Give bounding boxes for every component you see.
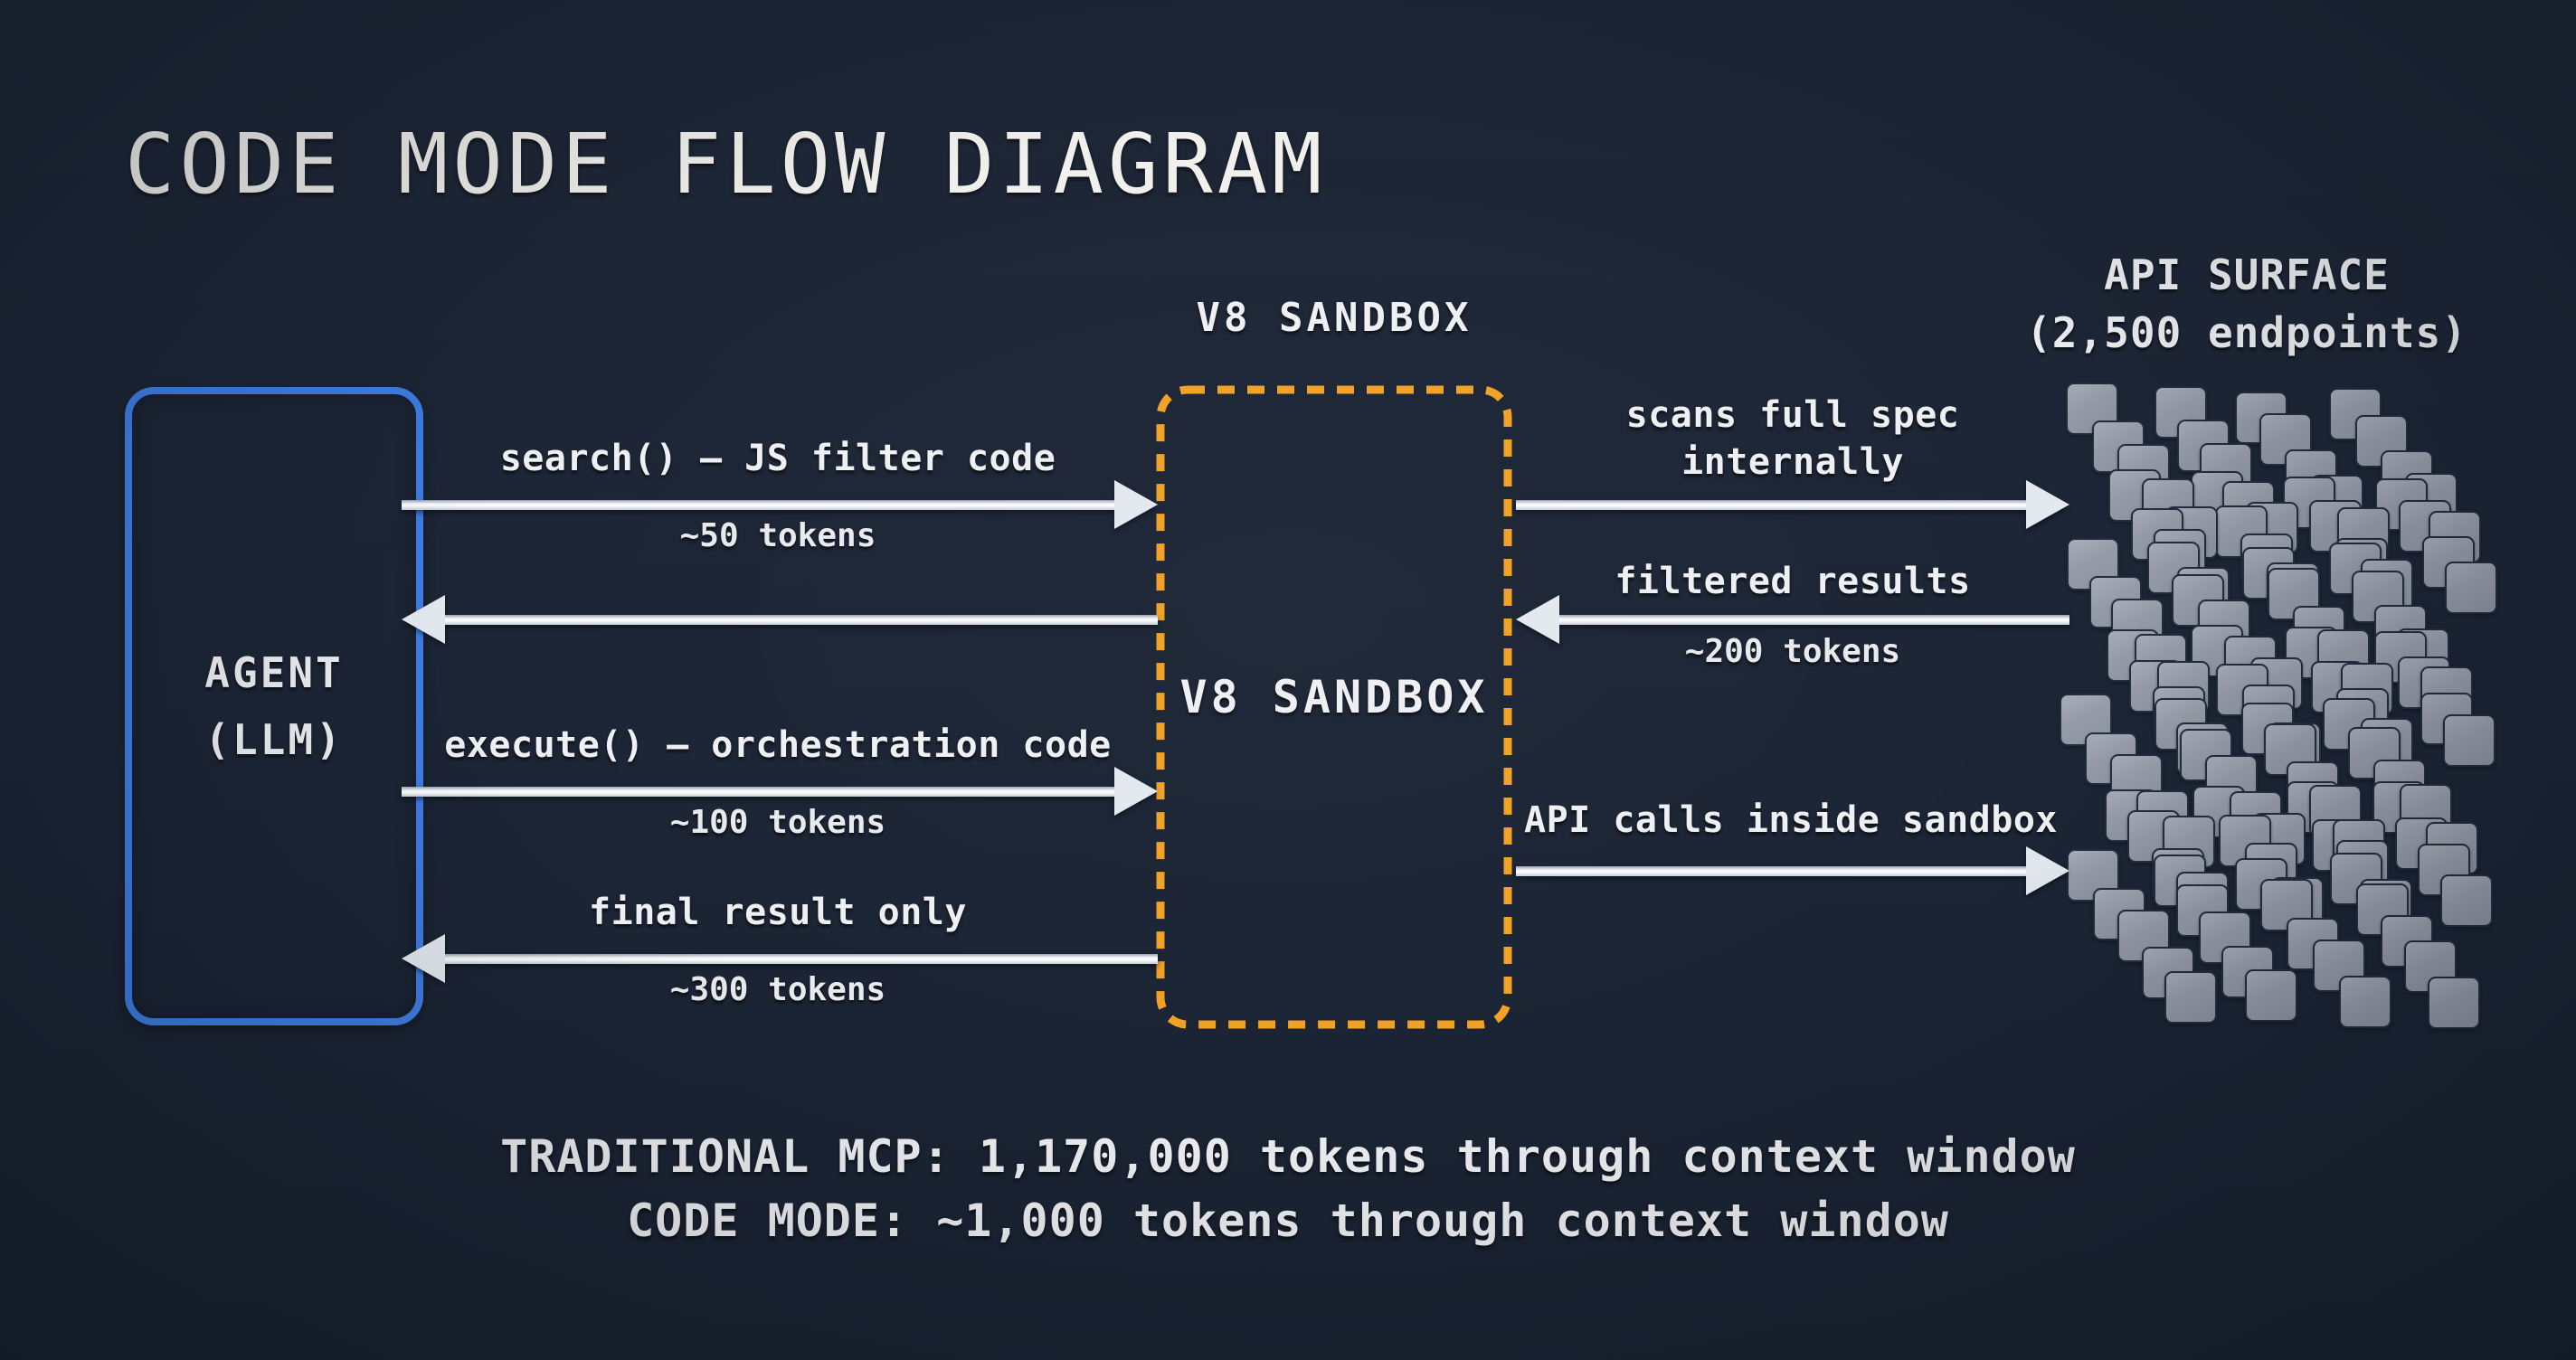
api-surface-title: API SURFACE bbox=[2104, 250, 2390, 299]
flow-label-execute: execute() — orchestration code bbox=[444, 724, 1112, 766]
api-endpoint-square bbox=[2164, 971, 2217, 1024]
arrowhead-right-icon bbox=[2026, 480, 2069, 529]
api-surface-label: API SURFACE (2,500 endpoints) bbox=[1918, 246, 2576, 362]
sandbox-inner-label: V8 SANDBOX bbox=[1179, 671, 1489, 723]
flow-label-api-calls: API calls inside sandbox bbox=[1524, 799, 2058, 841]
token-label-search: ~50 tokens bbox=[679, 517, 876, 554]
flow-arrow-search bbox=[402, 480, 1158, 529]
summary-code-mode: CODE MODE: ~1,000 tokens through context… bbox=[627, 1195, 1949, 1247]
token-label-final-result: ~300 tokens bbox=[669, 971, 886, 1008]
flow-arrow-final-result bbox=[402, 934, 1158, 983]
arrowhead-left-icon bbox=[402, 595, 445, 644]
agent-label-line1: AGENT bbox=[204, 648, 344, 697]
flow-label-scans-spec-line2: internally bbox=[1681, 441, 1904, 483]
token-label-execute: ~100 tokens bbox=[669, 804, 886, 841]
page-title: CODE MODE FLOW DIAGRAM bbox=[125, 116, 1327, 212]
flow-label-filtered-results: filtered results bbox=[1615, 561, 1971, 602]
arrowhead-left-icon bbox=[1516, 595, 1559, 644]
flow-arrow-execute bbox=[402, 767, 1158, 816]
api-endpoints-cluster bbox=[2060, 382, 2497, 1029]
api-endpoint-square bbox=[2443, 714, 2496, 767]
flow-arrow-scans-spec bbox=[1516, 480, 2069, 529]
arrowhead-left-icon bbox=[402, 934, 445, 983]
summary-traditional-mcp: TRADITIONAL MCP: 1,170,000 tokens throug… bbox=[500, 1130, 2076, 1183]
api-surface-subtitle: (2,500 endpoints) bbox=[2026, 308, 2467, 357]
api-endpoint-square bbox=[2445, 562, 2497, 614]
flow-arrow-filtered-results bbox=[1516, 595, 2069, 644]
token-label-filtered-results: ~200 tokens bbox=[1684, 633, 1901, 670]
api-endpoint-square bbox=[2440, 874, 2493, 927]
api-endpoint-square bbox=[2245, 969, 2297, 1022]
agent-box: AGENT (LLM) bbox=[125, 387, 423, 1025]
flow-label-scans-spec-line1: scans full spec bbox=[1625, 394, 1960, 436]
api-endpoint-square bbox=[2428, 977, 2480, 1029]
arrowhead-right-icon bbox=[1114, 767, 1158, 816]
flow-arrow-sandbox-return bbox=[402, 595, 1158, 644]
arrowhead-right-icon bbox=[1114, 480, 1158, 529]
flow-arrow-api-calls bbox=[1516, 846, 2069, 895]
agent-label-line2: (LLM) bbox=[204, 715, 344, 764]
flow-label-search: search() — JS filter code bbox=[499, 438, 1056, 479]
arrowhead-right-icon bbox=[2026, 846, 2069, 895]
api-endpoint-square bbox=[2339, 976, 2391, 1028]
sandbox-top-label: V8 SANDBOX bbox=[1196, 295, 1473, 341]
flow-label-final-result: final result only bbox=[589, 892, 967, 933]
sandbox-dashed-border bbox=[1156, 385, 1512, 1029]
sandbox-box bbox=[1156, 385, 1512, 1029]
